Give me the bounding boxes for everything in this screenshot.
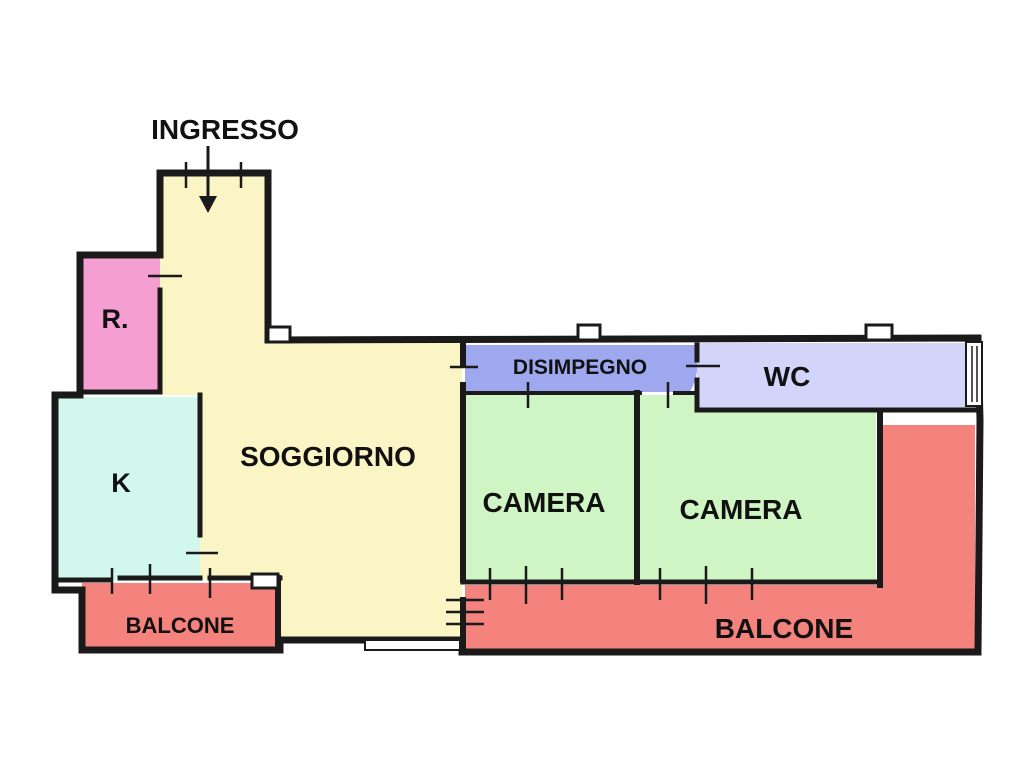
entrance-arrow-icon (199, 146, 217, 213)
bedroom-1-area (466, 395, 634, 580)
bedroom-2-label: CAMERA (680, 494, 803, 525)
hallway-area (465, 345, 698, 392)
window (250, 572, 280, 590)
bedroom-1-label: CAMERA (483, 487, 606, 518)
living-room-area (160, 175, 462, 640)
large-balcony-area (465, 425, 975, 652)
window (364, 639, 461, 651)
window (266, 325, 292, 344)
room-labels: INGRESSO R. K SOGGIORNO DISIMPEGNO WC CA… (102, 114, 854, 644)
hallway-label: DISIMPEGNO (513, 356, 647, 379)
bedroom-2-area (639, 395, 876, 582)
window (864, 323, 894, 342)
living-room-label: SOGGIORNO (240, 441, 416, 472)
small-balcony-label: BALCONE (126, 613, 235, 638)
large-balcony-label: BALCONE (715, 613, 853, 644)
windows (250, 323, 983, 651)
kitchen-label: K (111, 468, 131, 498)
storage-label: R. (102, 304, 129, 334)
shaft (965, 341, 983, 407)
storage-room-area (80, 255, 160, 390)
bathroom-area (697, 343, 982, 409)
kitchen-balcony-wall (52, 575, 283, 583)
storage-wall (77, 287, 163, 395)
small-balcony-area (82, 583, 277, 648)
room-fills (58, 175, 982, 652)
door-marks (110, 162, 754, 626)
window (576, 323, 602, 342)
entrance-label: INGRESSO (151, 114, 299, 145)
kitchen-area (58, 397, 200, 580)
bathroom-label: WC (764, 361, 811, 392)
walls (51, 169, 984, 656)
